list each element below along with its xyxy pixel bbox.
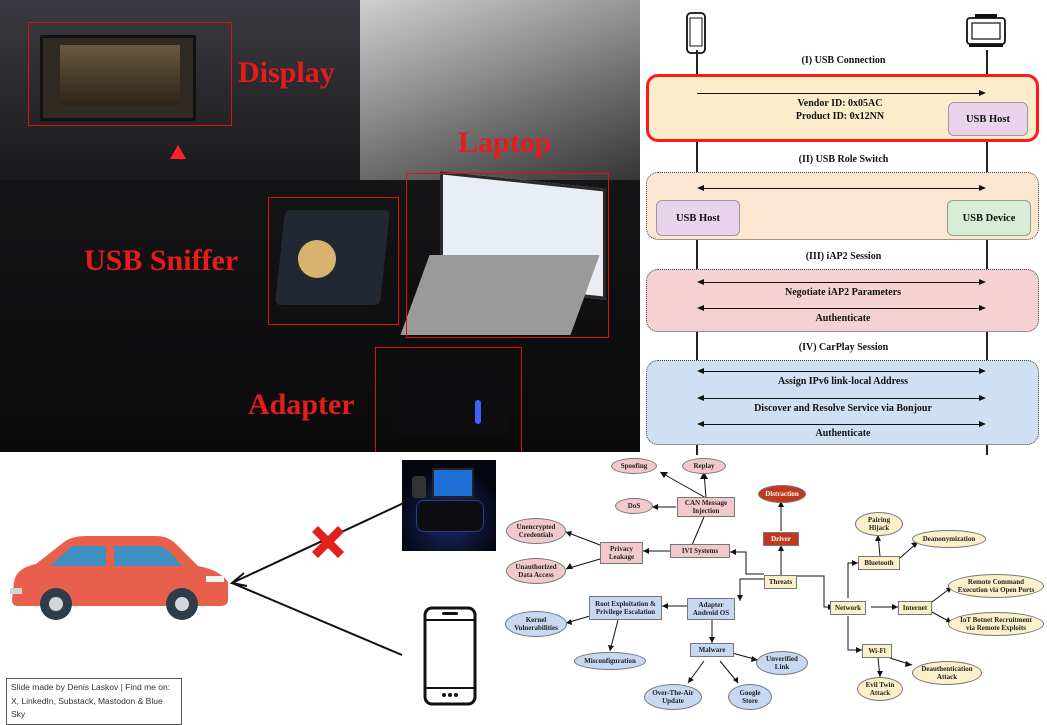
- node-unencrypted-credentials: Unencrypted Credentials: [506, 518, 566, 544]
- arrow-head: [697, 421, 704, 427]
- arrow-head: [697, 395, 704, 401]
- node-unauthorized-data-access: Unauthorized Data Access: [506, 558, 566, 584]
- carplay-sequence-diagram: (I) USB Connection Vendor ID: 0x05AC Pro…: [640, 0, 1047, 455]
- node-bluetooth: Bluetooth: [858, 556, 900, 570]
- arrow-head: [979, 395, 986, 401]
- role-switch-arrow: [703, 188, 979, 189]
- node-malware: Malware: [690, 643, 734, 657]
- carplay-ipv6-label: Assign IPv6 link-local Address: [777, 376, 909, 387]
- credit-line-1: Slide made by Denis Laskov | Find me on:: [11, 682, 171, 692]
- iap2-authenticate-label: Authenticate: [815, 313, 871, 324]
- node-driver: Driver: [763, 532, 799, 546]
- node-deauthentication: Deauthentication Attack: [912, 661, 982, 685]
- adapter-callout-box: [375, 347, 522, 452]
- car-connection-illustration: [229, 500, 409, 656]
- node-pairing-hijack: Pairing Hijack: [855, 512, 903, 536]
- phase-usb-connection-title: (I) USB Connection: [801, 55, 886, 66]
- arrow-head: [979, 305, 986, 311]
- arrow-head: [697, 279, 704, 285]
- node-kernel-vulnerabilities: Kernel Vulnerabilities: [505, 611, 567, 637]
- wireless-adapter-image: [402, 460, 496, 551]
- credit-line-2: X, LinkedIn, Substack, Mastodon & Blue S…: [11, 695, 163, 720]
- display-callout-box: [28, 22, 232, 126]
- arrow-head: [979, 90, 986, 96]
- node-can-injection: CAN Message Injection: [677, 497, 735, 517]
- usb-connection-arrow: [697, 93, 979, 94]
- node-threats: Threats: [764, 575, 797, 589]
- carplay-arrow-1: [703, 371, 979, 372]
- node-google-store: Google Store: [728, 684, 772, 710]
- arrow-head: [697, 305, 704, 311]
- node-internet: Internet: [898, 601, 932, 615]
- carplay-arrow-3: [703, 424, 979, 425]
- iap2-arrow-2: [703, 308, 979, 309]
- phone-icon: [686, 12, 706, 54]
- usb-host-box-phase1: USB Host: [948, 102, 1028, 136]
- adapter-callout-label: Adapter: [248, 388, 355, 421]
- head-unit-icon: [966, 14, 1006, 47]
- node-root-exploitation: Root Exploitation & Privilege Escalation: [589, 596, 662, 620]
- node-deanonymization: Deanonymization: [912, 530, 986, 548]
- node-adapter-android-os: Adapter Android OS: [687, 598, 735, 620]
- node-distraction: Distraction: [758, 485, 806, 503]
- node-ivi-systems: IVI Systems: [670, 544, 730, 558]
- arrow-head: [697, 368, 704, 374]
- node-wifi: Wi-Fi: [862, 644, 892, 658]
- usb-device-box: USB Device: [947, 200, 1031, 236]
- node-privacy-leakage: Privacy Leakage: [600, 542, 643, 564]
- node-dos: DoS: [615, 498, 653, 514]
- threat-graph-edges: [565, 471, 953, 684]
- node-misconfiguration: Misconfiguration: [574, 652, 646, 670]
- head-unit-lifeline: [986, 50, 988, 455]
- display-callout-label: Display: [238, 56, 335, 89]
- arrow-head: [697, 185, 704, 191]
- carplay-arrow-2: [703, 398, 979, 399]
- node-remote-command: Remote Command Execution via Open Ports: [948, 574, 1044, 598]
- blocked-cross-icon: [312, 526, 344, 558]
- arrow-head: [979, 279, 986, 285]
- laptop-callout-box: [406, 173, 609, 338]
- arrow-head: [979, 421, 986, 427]
- arrow-head: [979, 368, 986, 374]
- laptop-callout-label: Laptop: [458, 126, 552, 159]
- credit-box: Slide made by Denis Laskov | Find me on:…: [6, 678, 182, 725]
- iap2-negotiate-label: Negotiate iAP2 Parameters: [784, 287, 902, 298]
- node-replay: Replay: [682, 458, 726, 474]
- carplay-bonjour-label: Discover and Resolve Service via Bonjour: [754, 403, 932, 414]
- car-icon: [10, 536, 228, 620]
- usb-sniffer-callout-label: USB Sniffer: [84, 244, 239, 277]
- phone-lifeline: [696, 50, 698, 455]
- node-spoofing: Spoofing: [611, 458, 657, 474]
- car-interior-photo: Display Laptop USB Sniffer Adapter: [0, 0, 640, 452]
- carplay-authenticate-label: Authenticate: [815, 428, 871, 439]
- iap2-arrow-1: [703, 282, 979, 283]
- phase-iap2-title: (III) iAP2 Session: [805, 251, 882, 262]
- vendor-id-label: Vendor ID: 0x05AC: [797, 98, 883, 109]
- usb-host-box-phase2: USB Host: [656, 200, 740, 236]
- phase-carplay-box: [646, 360, 1039, 445]
- smartphone-icon: [423, 606, 477, 706]
- phase-role-switch-title: (II) USB Role Switch: [798, 154, 889, 165]
- node-iot-botnet: IoT Botnet Recruitment via Remote Exploi…: [948, 612, 1044, 636]
- product-id-label: Product ID: 0x12NN: [795, 111, 885, 122]
- node-unverified-link: Unverified Link: [756, 651, 808, 675]
- node-ota-update: Over-The-Air Update: [644, 684, 702, 710]
- node-network: Network: [830, 601, 866, 615]
- phase-carplay-title: (IV) CarPlay Session: [798, 342, 889, 353]
- phase-iap2-box: [646, 269, 1039, 332]
- node-evil-twin: Evil Twin Attack: [857, 677, 903, 701]
- usb-sniffer-callout-box: [268, 197, 399, 325]
- arrow-head: [979, 185, 986, 191]
